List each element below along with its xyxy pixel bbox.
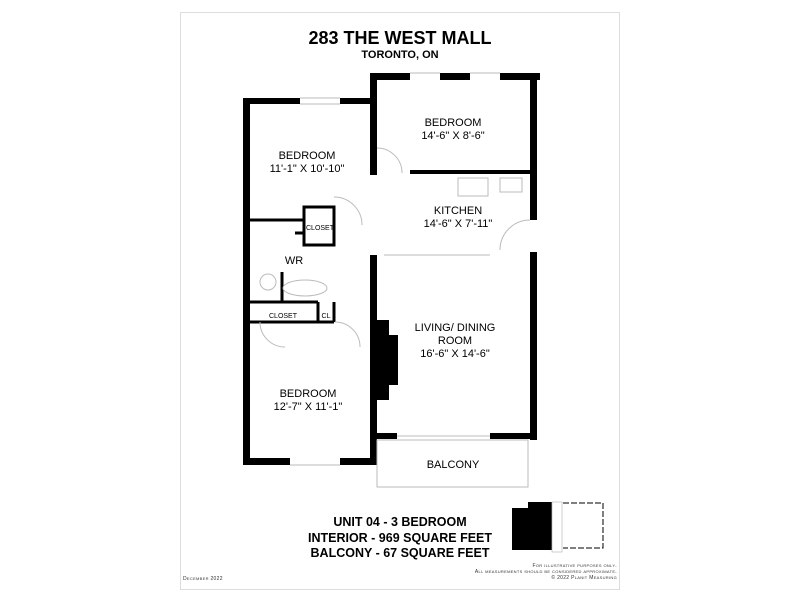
room-dims: 14'-6" X 7'-11": [423, 218, 493, 230]
copyright-text: © 2022 Planit Measuring: [551, 575, 617, 581]
room-bedroom-1: BEDROOM 14'-6" X 8'-6": [421, 117, 484, 143]
date-text: December 2022: [183, 576, 223, 582]
room-dims: 12'-7" X 11'-1": [273, 401, 343, 413]
room-name: BEDROOM: [424, 117, 482, 129]
room-dims: 14'-6" X 8'-6": [421, 130, 485, 142]
room-bedroom-3: BEDROOM 12'-7" X 11'-1": [274, 388, 343, 414]
disclaimer-line-1: For illustrative purposes only.: [532, 563, 617, 569]
interior-walls: [250, 205, 336, 324]
doors-fixtures: [259, 72, 531, 488]
room-bedroom-2: BEDROOM 11'-1" X 10'-10": [270, 150, 345, 176]
summary-unit: UNIT 04 - 3 BEDROOM: [333, 515, 467, 529]
summary-balcony: BALCONY - 67 SQUARE FEET: [310, 546, 490, 560]
room-dims: 16'-6" X 14'-6": [420, 348, 490, 360]
walls: [243, 73, 540, 465]
page-border: [180, 12, 620, 590]
room-balcony: BALCONY: [426, 459, 480, 471]
room-name: BEDROOM: [279, 388, 337, 400]
room-dims: 11'-1" X 10'-10": [269, 163, 345, 175]
room-living-dining: LIVING/ DINING ROOM 16'-6" X 14'-6": [415, 322, 496, 361]
room-name-2: ROOM: [437, 335, 473, 347]
plan-city: TORONTO, ON: [361, 49, 439, 61]
room-wr: WR: [284, 255, 304, 267]
room-name: KITCHEN: [433, 205, 483, 217]
room-kitchen: KITCHEN 14'-6" X 7'-11": [424, 205, 493, 231]
room-name: LIVING/ DINING: [414, 322, 496, 334]
room-closet-2: CLOSET: [268, 313, 298, 320]
summary-interior: INTERIOR - 969 SQUARE FEET: [307, 531, 493, 545]
room-closet-1: CLOSET: [305, 225, 335, 232]
disclaimer-line-2: All measurements should be considered ap…: [474, 569, 617, 575]
plan-title: 283 THE WEST MALL: [308, 28, 492, 48]
room-name: BEDROOM: [278, 150, 336, 162]
room-cl: CL: [321, 313, 331, 320]
